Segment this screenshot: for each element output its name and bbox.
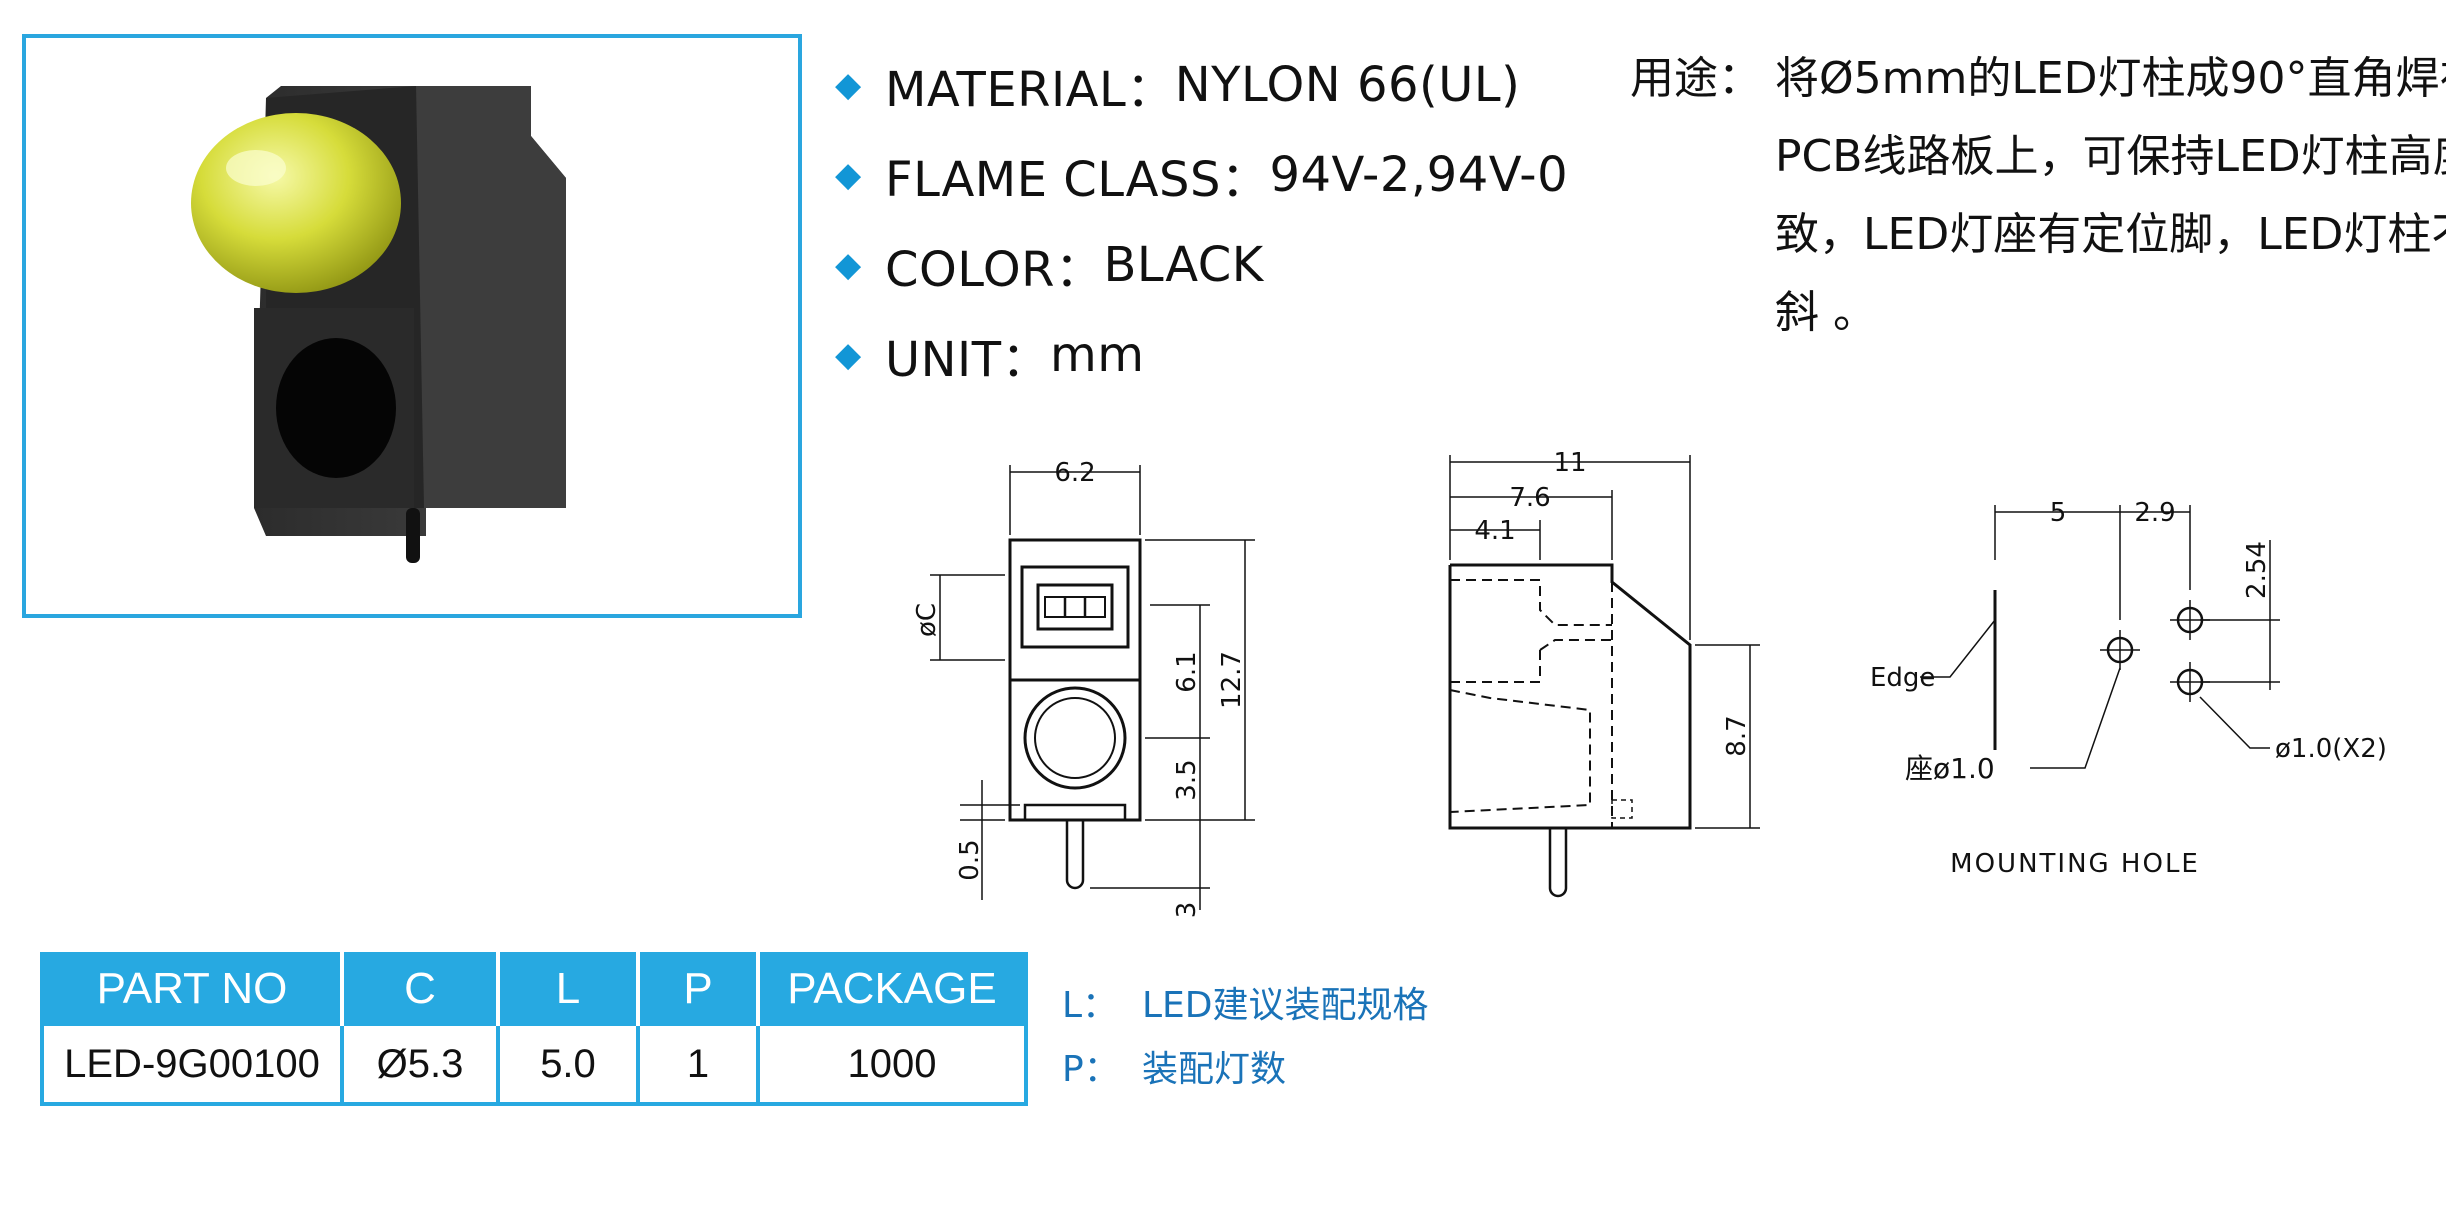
header-part-no: PART NO: [42, 954, 344, 1024]
spec-value: BLACK: [1103, 237, 1264, 293]
note-key: L：: [1062, 985, 1119, 1026]
spec-value: mm: [1050, 327, 1145, 383]
spec-list: ◆ MATERIAL： NYLON 66(UL) ◆ FLAME CLASS： …: [835, 40, 1568, 400]
dim-side-d1: 11: [1553, 448, 1586, 478]
spec-label: COLOR：: [885, 242, 1104, 298]
dim-mount-d3: 2.54: [2242, 541, 2272, 599]
diamond-bullet-icon: ◆: [835, 155, 862, 195]
header-c: C: [342, 954, 500, 1024]
parts-table: PART NO C L P PACKAGE LED-9G00100 Ø5.3 5…: [40, 952, 1028, 1106]
dim-front-h3: 3.5: [1172, 759, 1202, 800]
dim-front-c: øC: [912, 603, 942, 637]
mounting-hole-view: 5 2.9 2.54 Edge 座ø1.0 ø1.0(X2) MOUNTING …: [1870, 498, 2387, 879]
note-l: L： LED建议装配规格: [1062, 970, 1429, 1034]
dim-front-h2: 12.7: [1217, 651, 1247, 709]
spec-color: ◆ COLOR： BLACK: [835, 220, 1568, 310]
dim-side-d2: 7.6: [1509, 483, 1550, 513]
note-p: P： 装配灯数: [1062, 1034, 1429, 1098]
seat-hole-label: 座ø1.0: [1905, 752, 1995, 785]
dim-side-d4: 8.7: [1722, 715, 1752, 756]
dim-front-h1: 6.1: [1172, 651, 1202, 692]
side-view: 11 7.6 4.1 8.7: [1448, 448, 1760, 898]
cell-package: 1000: [756, 1022, 1028, 1106]
note-text: LED建议装配规格: [1142, 985, 1429, 1026]
diamond-bullet-icon: ◆: [835, 335, 862, 375]
dim-mount-d1: 5: [2050, 498, 2067, 528]
spec-label: UNIT：: [885, 332, 1051, 388]
spec-label: FLAME CLASS：: [885, 152, 1270, 208]
spec-value: 94V-2,94V-0: [1269, 147, 1569, 203]
spec-flame-class: ◆ FLAME CLASS： 94V-2,94V-0: [835, 130, 1568, 220]
front-view: 6.2 øC 6.1 12.7 3.5 0.5 3: [912, 458, 1255, 918]
spec-material: ◆ MATERIAL： NYLON 66(UL): [835, 40, 1568, 130]
cell-part-no: LED-9G00100: [40, 1022, 344, 1106]
diamond-bullet-icon: ◆: [835, 65, 862, 105]
edge-label: Edge: [1870, 663, 1935, 693]
diamond-bullet-icon: ◆: [835, 245, 862, 285]
table-notes: L： LED建议装配规格 P： 装配灯数: [1062, 970, 1429, 1098]
dim-side-d3: 4.1: [1474, 516, 1515, 546]
dim-front-h4: 0.5: [955, 839, 985, 880]
cell-l: 5.0: [496, 1022, 640, 1106]
mounting-hole-title: MOUNTING HOLE: [1950, 849, 2200, 879]
usage-label: 用途：: [1630, 53, 1762, 104]
usage-text: 将Ø5mm的LED灯柱成90°直角焊在PCB线路板上，可保持LED灯柱高度一致，…: [1775, 53, 2446, 338]
note-key: P：: [1062, 1049, 1120, 1090]
cell-p: 1: [636, 1022, 760, 1106]
pin-holes-label: ø1.0(X2): [2275, 734, 2387, 764]
spec-unit: ◆ UNIT： mm: [835, 310, 1568, 400]
cell-c: Ø5.3: [340, 1022, 500, 1106]
table-header-row: PART NO C L P PACKAGE: [42, 954, 1026, 1024]
dim-front-width: 6.2: [1054, 458, 1095, 488]
header-p: P: [638, 954, 760, 1024]
spec-label: MATERIAL：: [885, 62, 1175, 118]
product-photo-frame: [22, 34, 802, 618]
header-l: L: [498, 954, 640, 1024]
dim-mount-d2: 2.9: [2134, 498, 2175, 528]
product-photo: [191, 86, 566, 563]
technical-drawing: 6.2 øC 6.1 12.7 3.5 0.5 3: [912, 448, 2387, 918]
dim-front-h5: 3: [1172, 902, 1202, 919]
table-row: LED-9G00100 Ø5.3 5.0 1 1000: [40, 1022, 1028, 1106]
header-package: PACKAGE: [758, 954, 1026, 1024]
note-text: 装配灯数: [1142, 1049, 1287, 1090]
spec-value: NYLON 66(UL): [1174, 57, 1521, 113]
